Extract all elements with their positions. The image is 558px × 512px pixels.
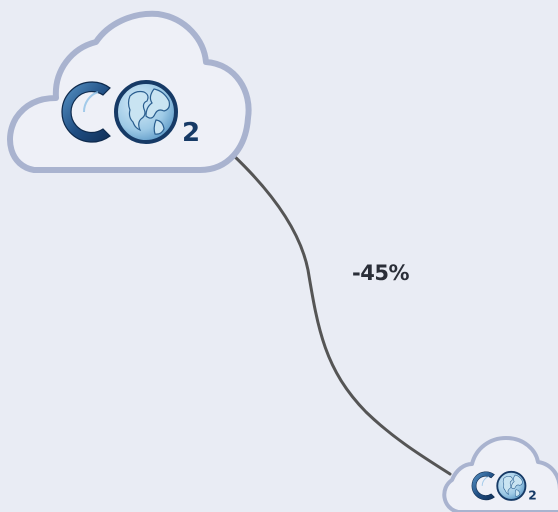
reduction-label: -45% — [352, 261, 409, 285]
connector-line — [230, 152, 452, 476]
